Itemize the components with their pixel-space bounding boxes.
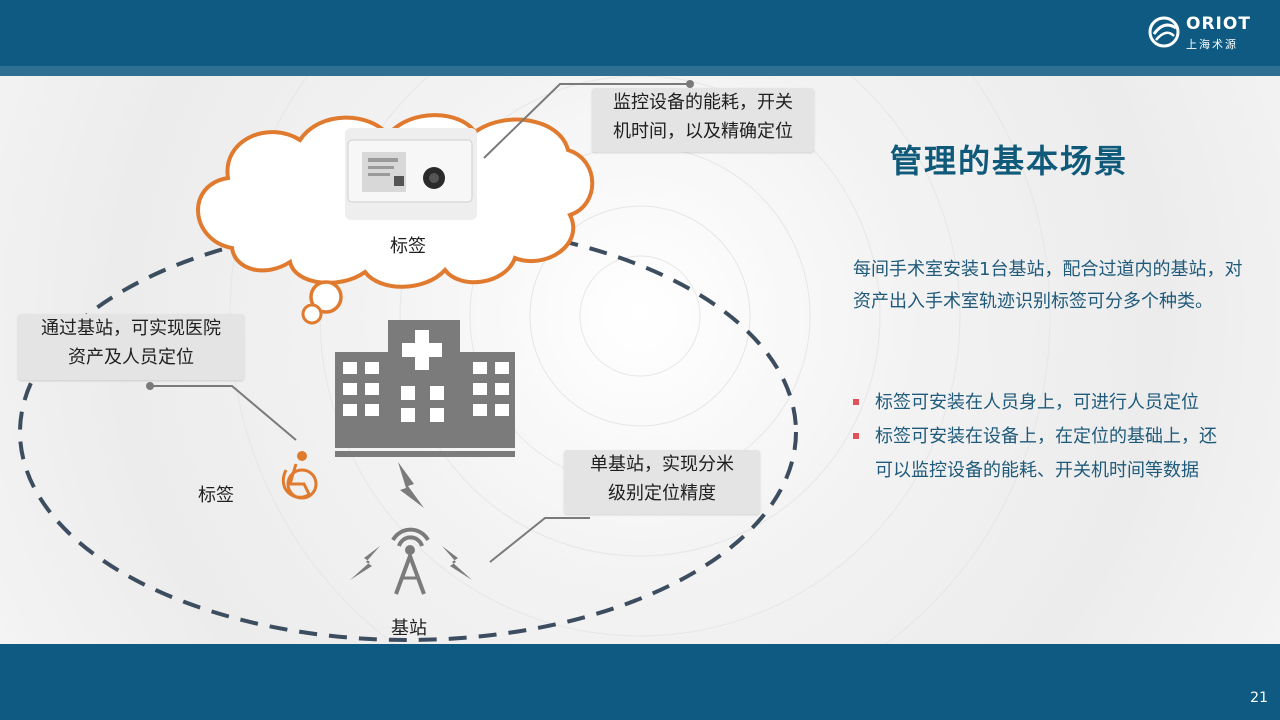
logo-subtitle: 上海术源 xyxy=(1186,38,1238,51)
bullet-text: 标签可安装在设备上，在定位的基础上，还可以监控设备的能耗、开关机时间等数据 xyxy=(875,426,1217,481)
slide-title: 管理的基本场景 xyxy=(890,142,1129,180)
company-logo: ORIOT 上海术源 xyxy=(1146,12,1266,52)
device-photo xyxy=(345,128,477,220)
callout-right-line2: 级别定位精度 xyxy=(608,483,716,504)
oriot-logo-icon xyxy=(1148,16,1180,48)
callout-right-line1: 单基站，实现分米 xyxy=(590,454,734,475)
bullet-item: 标签可安装在设备上，在定位的基础上，还可以监控设备的能耗、开关机时间等数据 xyxy=(853,420,1223,488)
header-bar xyxy=(0,0,1280,66)
bullet-text: 标签可安装在人员身上，可进行人员定位 xyxy=(875,392,1199,413)
callout-hospital-positioning: 通过基站，可实现医院 资产及人员定位 xyxy=(18,314,244,380)
callout-device-monitoring: 监控设备的能耗，开关 机时间，以及精确定位 xyxy=(592,88,814,152)
callout-left-line1: 通过基站，可实现医院 xyxy=(41,318,221,339)
bullet-square-icon xyxy=(853,399,859,405)
hospital-icon xyxy=(335,320,515,457)
lightning-icon xyxy=(350,462,472,580)
bullet-square-icon xyxy=(853,433,859,439)
callout-top-line1: 监控设备的能耗，开关 xyxy=(613,92,793,113)
logo-name: ORIOT xyxy=(1186,14,1251,34)
wheelchair-icon xyxy=(282,451,318,500)
person-tag-label: 标签 xyxy=(198,485,234,506)
bullet-item: 标签可安装在人员身上，可进行人员定位 xyxy=(853,386,1223,420)
callout-top-line2: 机时间，以及精确定位 xyxy=(613,121,793,142)
bullet-list: 标签可安装在人员身上，可进行人员定位 标签可安装在设备上，在定位的基础上，还可以… xyxy=(853,386,1223,488)
coverage-ellipse xyxy=(18,222,798,642)
callout-base-station-accuracy: 单基站，实现分米 级别定位精度 xyxy=(564,450,760,514)
footer-bar xyxy=(0,644,1280,720)
cloud-tag-label: 标签 xyxy=(390,236,426,257)
callout-leaders xyxy=(150,83,690,563)
callout-left-dot xyxy=(146,382,154,390)
header-strip xyxy=(0,66,1280,76)
page-number: 21 xyxy=(1250,690,1268,706)
callout-top-dot xyxy=(686,80,694,88)
base-station-label: 基站 xyxy=(391,618,427,639)
slide-description: 每间手术室安装1台基站，配合过道内的基站，对资产出入手术室轨迹识别标签可分多个种… xyxy=(853,259,1243,312)
callout-left-line2: 资产及人员定位 xyxy=(68,347,194,368)
antenna-icon xyxy=(391,527,430,595)
